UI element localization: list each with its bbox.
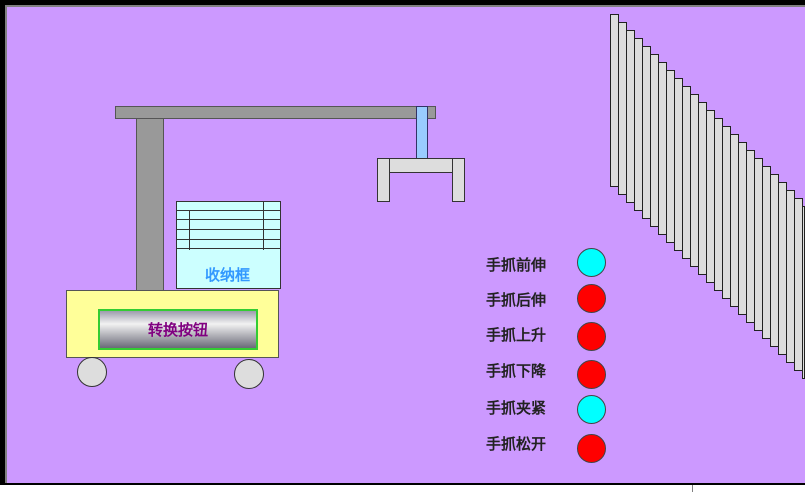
cabinet-line	[177, 239, 280, 240]
cabinet-label: 收纳框	[205, 266, 251, 284]
bottom-strip	[0, 485, 809, 492]
gripper-left-jaw	[377, 158, 390, 202]
right-edge	[805, 0, 809, 492]
indicator-label-backward: 手抓后伸	[486, 291, 547, 309]
cabinet-line	[177, 229, 280, 230]
shelf-slat	[802, 206, 805, 379]
cabinet-vline	[263, 202, 264, 250]
crane-horizontal-arm	[115, 106, 436, 119]
indicator-light-backward	[577, 284, 606, 313]
indicator-label-forward: 手抓前伸	[486, 256, 547, 274]
gripper-right-jaw	[452, 158, 465, 202]
indicator-label-clamp: 手抓夹紧	[486, 399, 547, 417]
indicator-label-down: 手抓下降	[486, 362, 547, 380]
storage-cabinet: 收纳框	[176, 201, 281, 289]
indicator-light-up	[577, 322, 606, 351]
indicator-label-up: 手抓上升	[486, 326, 547, 344]
indicator-light-down	[577, 360, 606, 389]
cabinet-line	[177, 210, 280, 211]
left-wheel	[77, 357, 107, 387]
indicator-label-release: 手抓松开	[486, 435, 547, 453]
indicator-light-clamp	[577, 395, 606, 424]
cabinet-vline	[189, 210, 190, 250]
strip-tick	[692, 485, 693, 492]
cabinet-line	[177, 248, 280, 249]
cabinet-line	[177, 219, 280, 220]
switch-button[interactable]: 转换按钮	[98, 309, 258, 350]
right-wheel	[234, 359, 264, 389]
indicator-light-release	[577, 434, 606, 463]
cart-base: 转换按钮	[66, 290, 279, 358]
gripper-rod	[416, 106, 428, 159]
indicator-light-forward	[577, 248, 606, 277]
crane-vertical-post	[136, 106, 164, 292]
gripper-crossbar	[389, 158, 453, 173]
